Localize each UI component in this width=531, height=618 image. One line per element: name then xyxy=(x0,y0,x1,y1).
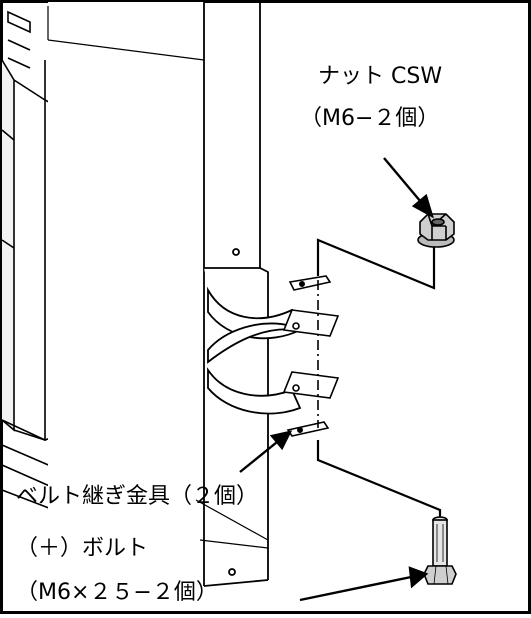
bracket-label: ベルト継ぎ金具（２個） xyxy=(16,484,259,509)
nut-arrow xyxy=(383,157,427,209)
bracket-arrow xyxy=(239,437,283,473)
exploded-leaders xyxy=(316,236,442,520)
belt-straps xyxy=(207,286,302,415)
bracket-arrowhead xyxy=(269,430,293,451)
bolt-arrow xyxy=(299,574,417,602)
bolt-name-label: （＋）ボルト xyxy=(16,536,149,561)
nut-name-label: ナット CSW xyxy=(318,64,443,89)
hex-bolt xyxy=(423,516,457,585)
callout-arrows xyxy=(239,157,434,602)
bolt-arrowhead xyxy=(408,566,429,589)
bolt-spec-label: （M6×２５−２個） xyxy=(16,580,218,605)
nut-arrowhead xyxy=(411,193,434,219)
nut-spec-label: （M6−２個） xyxy=(300,106,440,131)
flange-nut xyxy=(417,213,455,248)
